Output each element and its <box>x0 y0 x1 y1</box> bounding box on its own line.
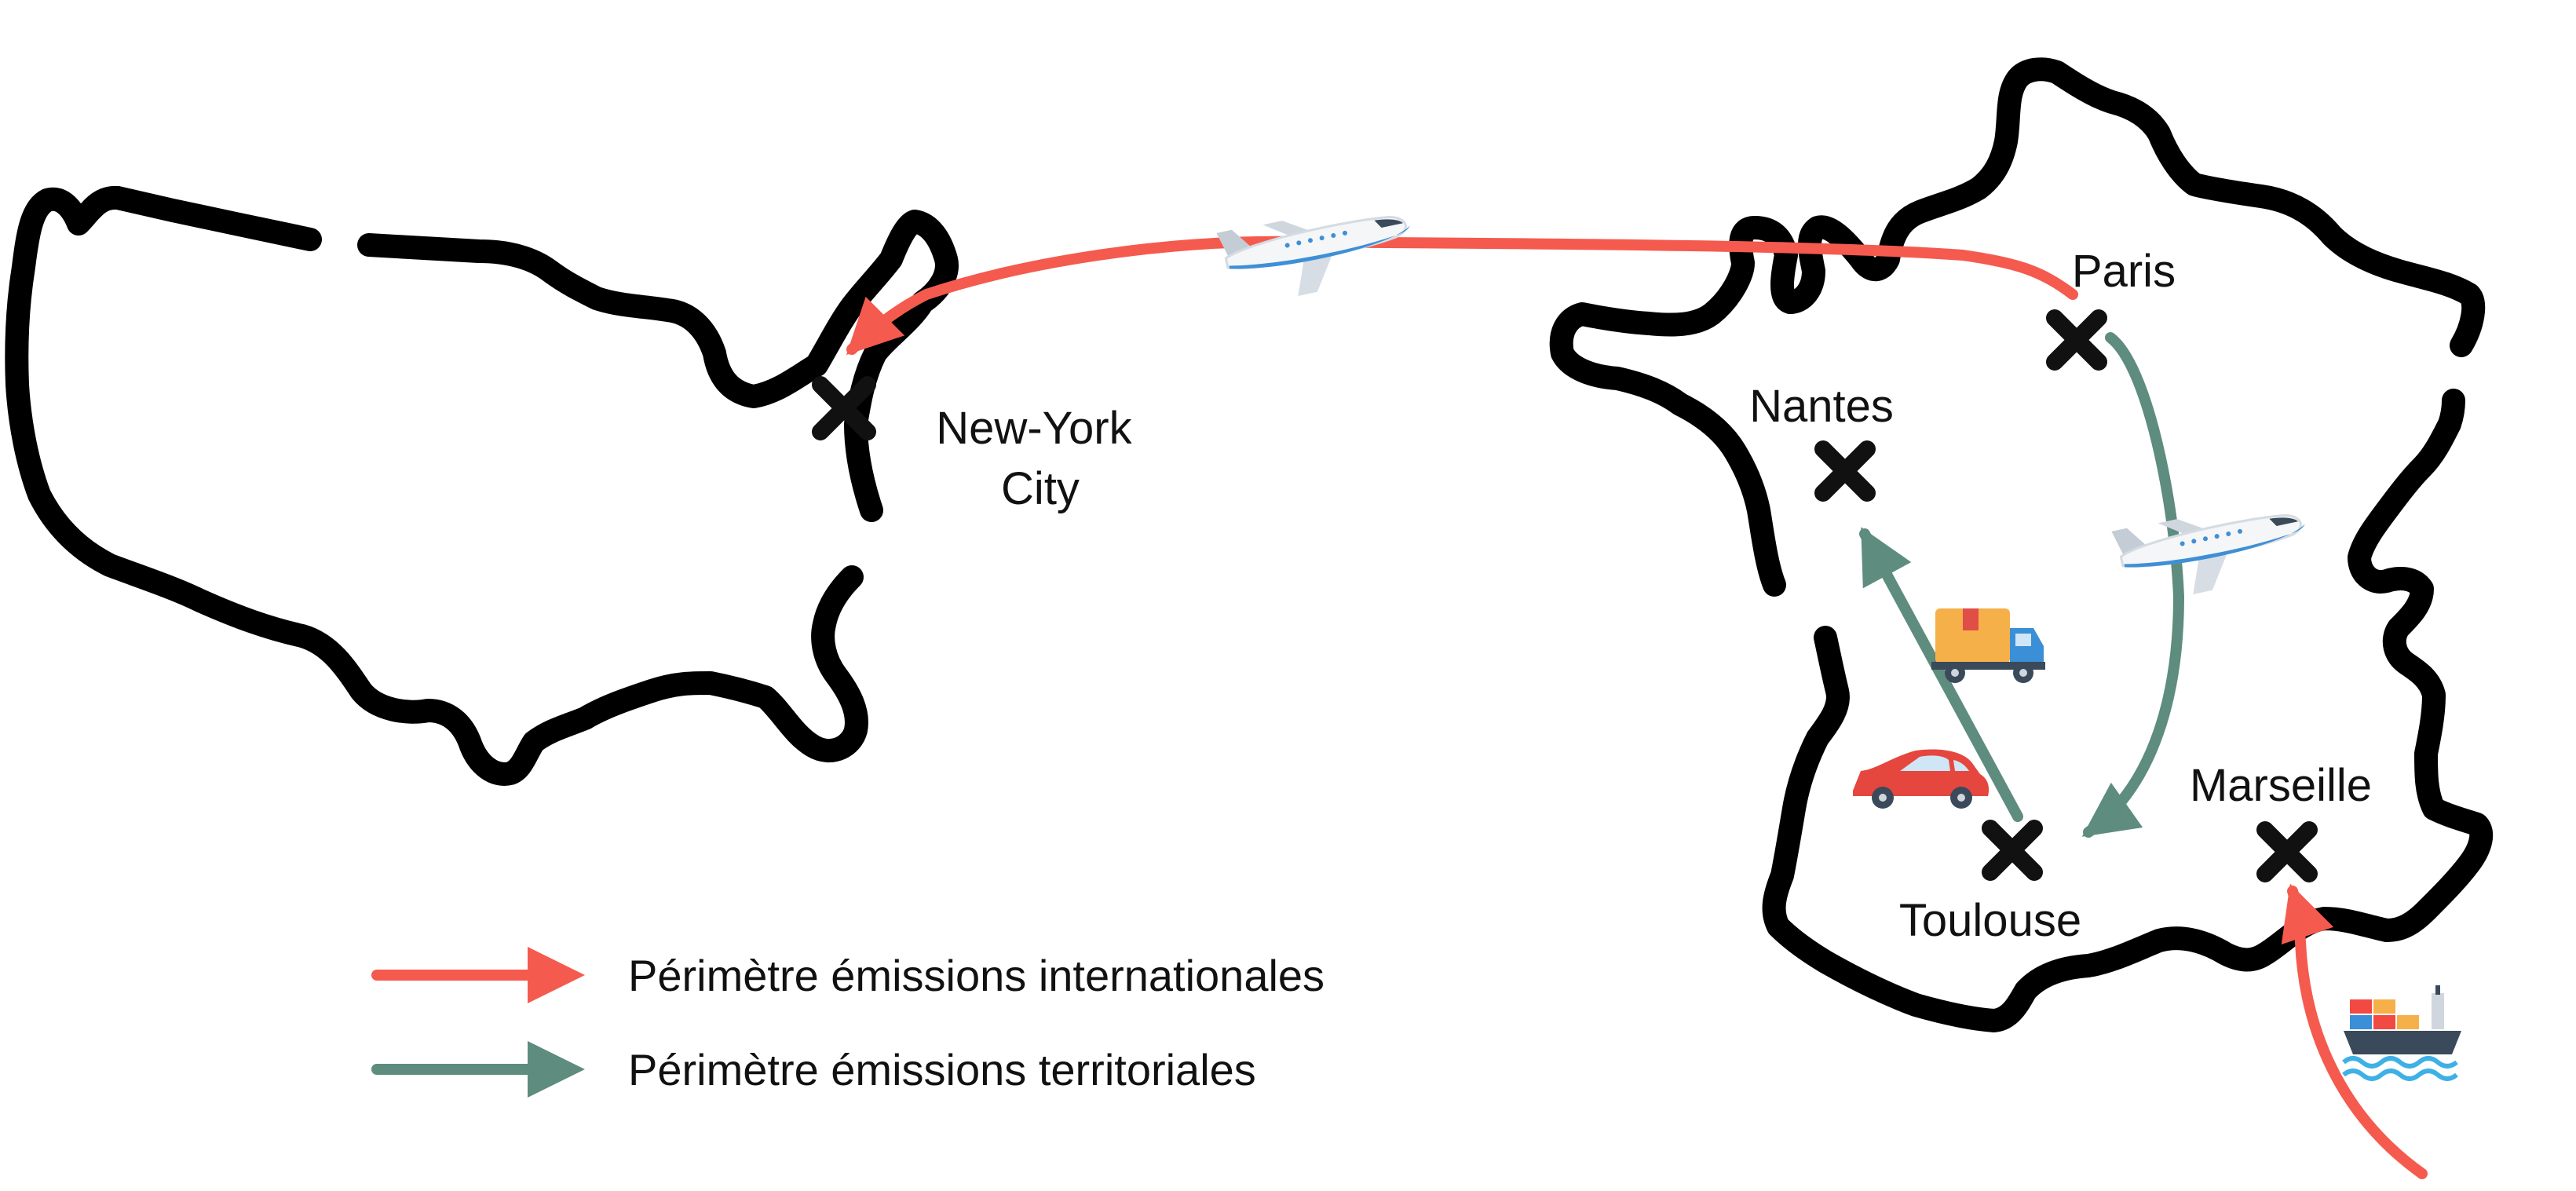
city-label-marseille: Marseille <box>2190 760 2372 811</box>
marker-nantes <box>1814 440 1876 502</box>
car-icon <box>1853 749 1990 809</box>
marker-new-york <box>812 376 876 440</box>
city-label-paris: Paris <box>2072 246 2176 297</box>
marker-marseille <box>2256 821 2318 882</box>
airplane-icon <box>2111 514 2305 595</box>
city-markers <box>812 309 2318 882</box>
france-outline <box>1549 57 2494 1032</box>
city-label-nantes: Nantes <box>1749 381 1894 432</box>
cargo-ship-icon <box>2342 985 2461 1081</box>
marker-toulouse <box>1982 820 2043 881</box>
city-label-new-york: New-York City <box>936 403 1144 514</box>
domestic-flight-arrow <box>2081 332 2185 838</box>
maritime-import-arrow <box>2281 883 2428 1179</box>
legend-item-international: Périmètre émissions internationales <box>371 947 1325 1003</box>
marker-paris <box>2046 309 2107 371</box>
city-label-toulouse: Toulouse <box>1899 895 2081 946</box>
legend-label-international: Périmètre émissions internationales <box>628 951 1325 1000</box>
legend: Périmètre émissions internationales Péri… <box>371 947 1325 1098</box>
road-transport-arrow <box>1859 527 2023 822</box>
usa-outline <box>5 185 959 786</box>
legend-label-territorial: Périmètre émissions territoriales <box>628 1045 1256 1094</box>
delivery-truck-icon <box>1931 608 2045 683</box>
legend-item-territorial: Périmètre émissions territoriales <box>371 1041 1256 1098</box>
airplane-icon <box>1216 216 1410 297</box>
